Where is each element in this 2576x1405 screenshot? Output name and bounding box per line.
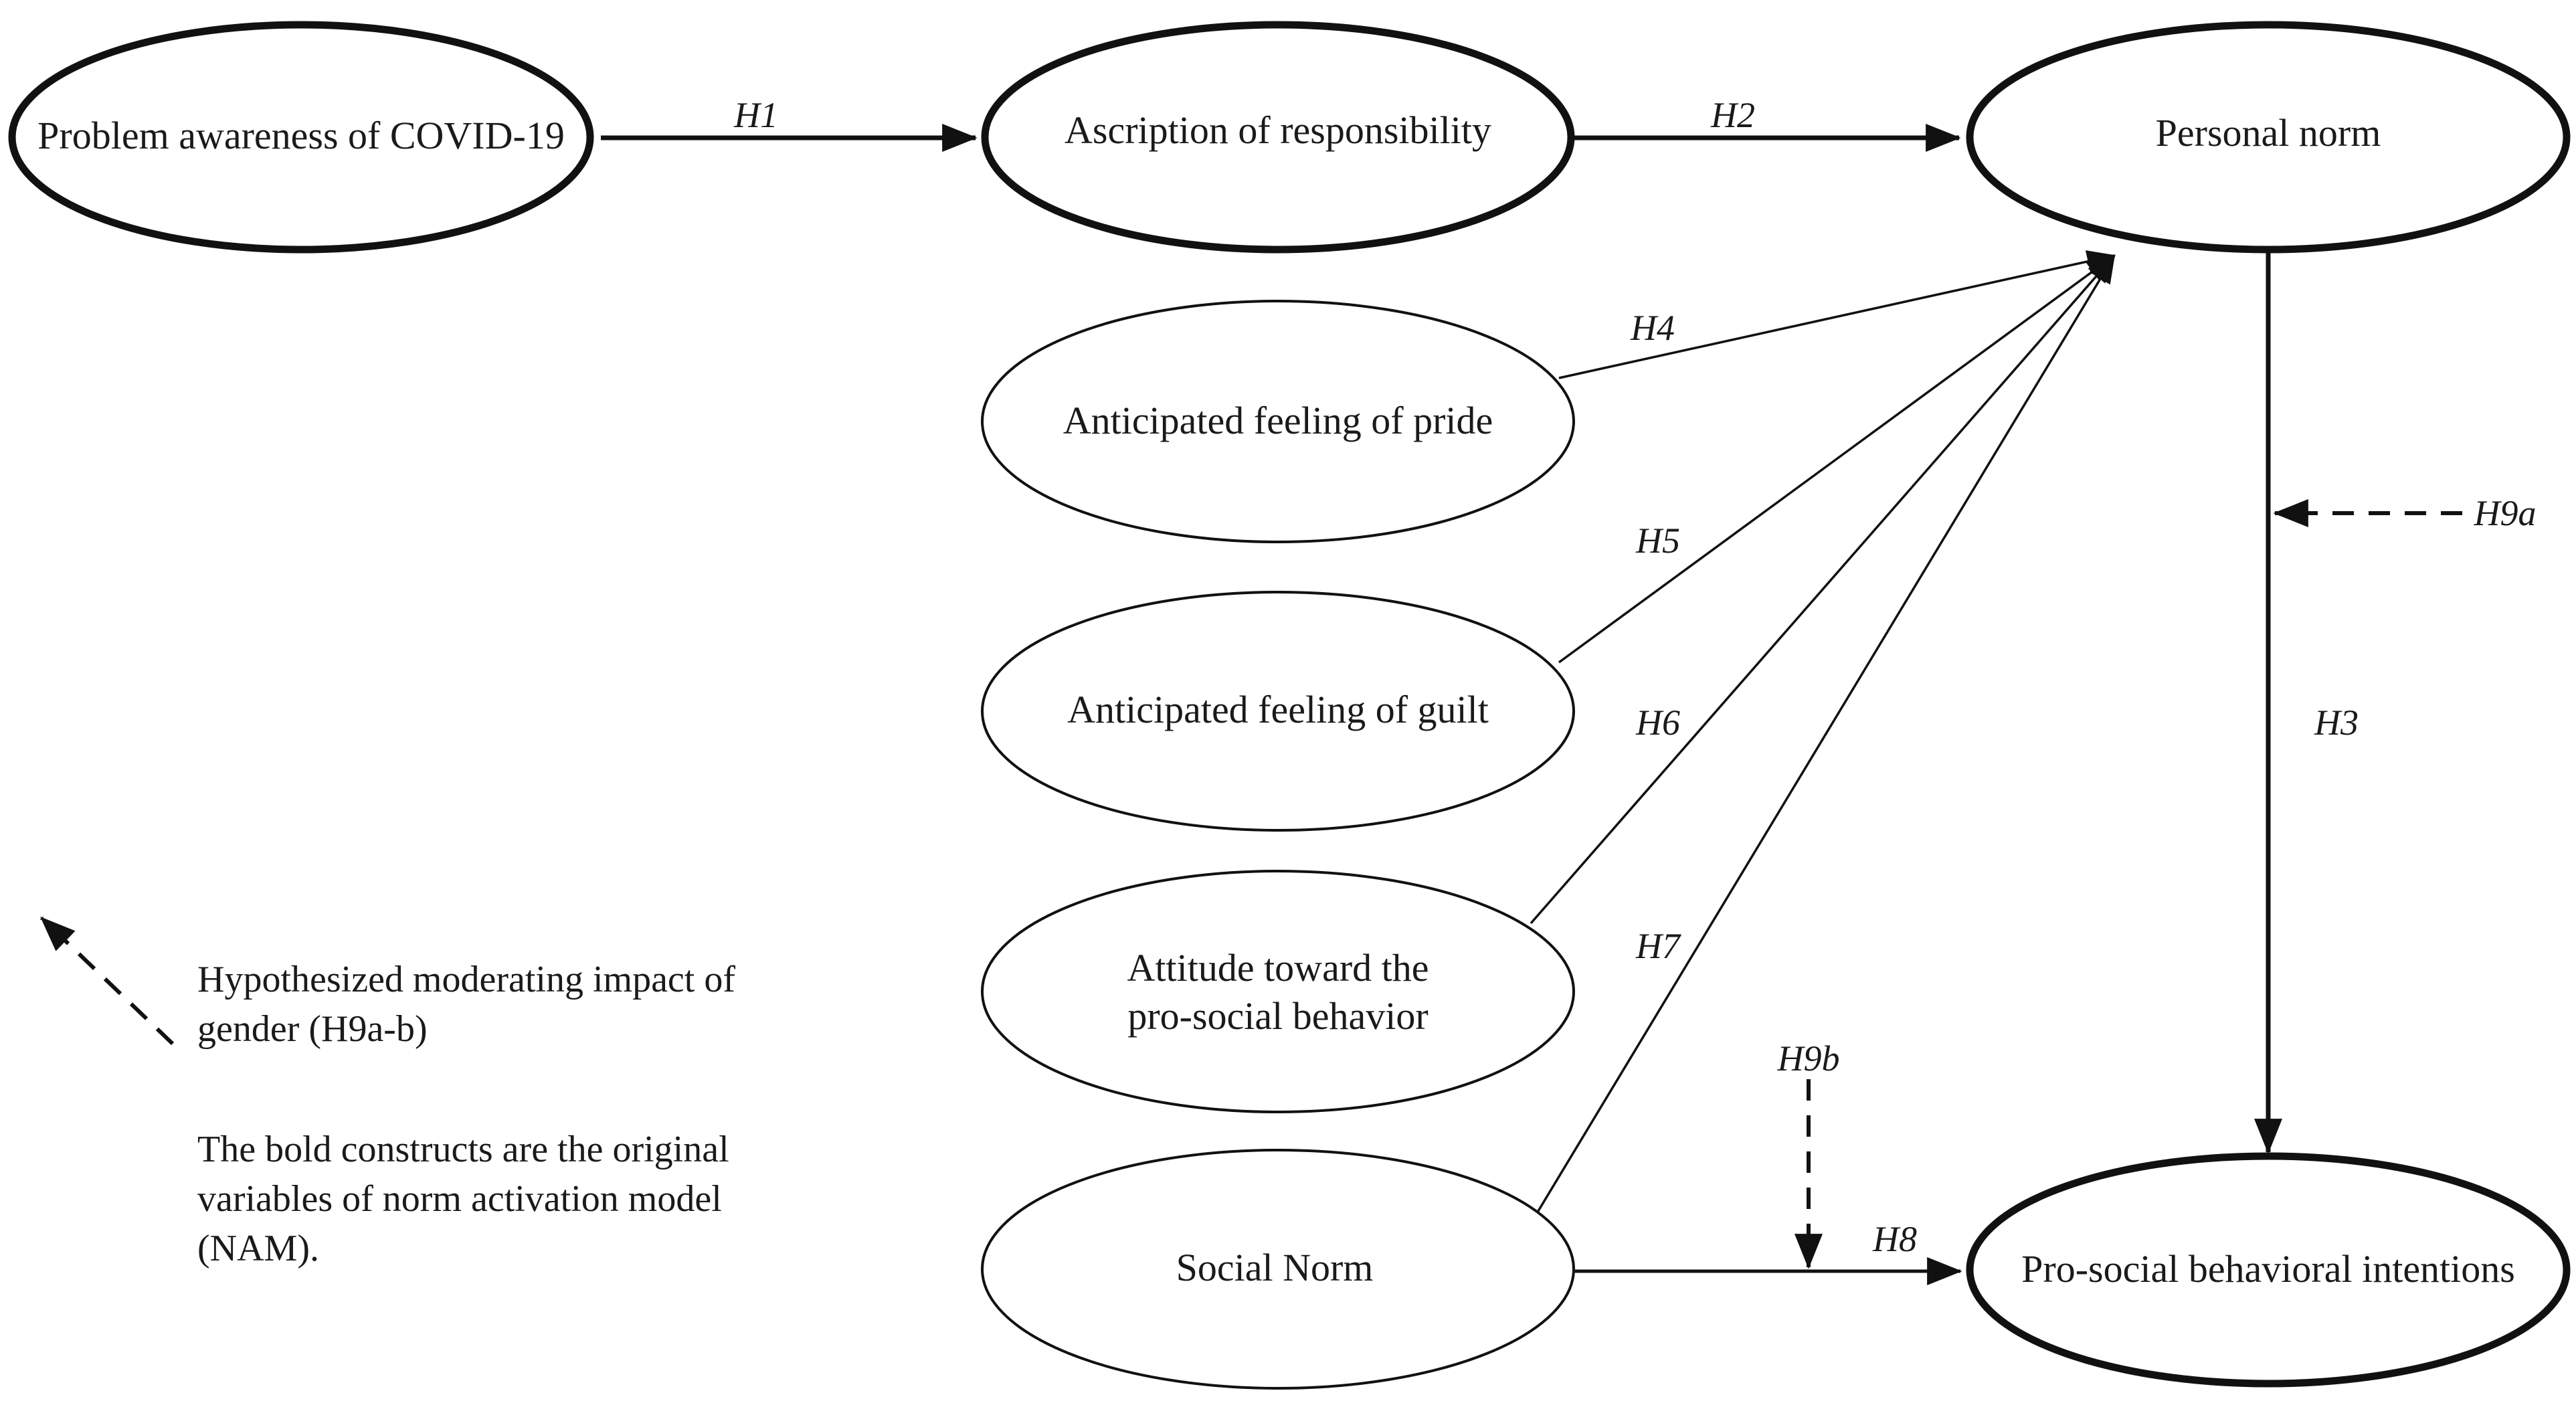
label-h8: H8 bbox=[1872, 1219, 1917, 1259]
node-attitude: Attitude toward the pro-social behavior bbox=[981, 870, 1575, 1113]
node-pride-label: Anticipated feeling of pride bbox=[1063, 399, 1493, 442]
label-h1: H1 bbox=[733, 95, 778, 135]
node-attitude-label-line2: pro-social behavior bbox=[1127, 994, 1428, 1038]
node-guilt: Anticipated feeling of guilt bbox=[981, 591, 1575, 832]
label-h9b: H9b bbox=[1777, 1038, 1840, 1079]
node-intentions-label: Pro-social behavioral intentions bbox=[2021, 1247, 2515, 1291]
node-personal-norm: Personal norm bbox=[1966, 21, 2571, 254]
label-h9a: H9a bbox=[2474, 493, 2537, 533]
label-h6: H6 bbox=[1635, 702, 1680, 743]
label-h3: H3 bbox=[2314, 702, 2359, 743]
node-personal-norm-label: Personal norm bbox=[2156, 111, 2381, 155]
label-h4: H4 bbox=[1630, 308, 1675, 348]
legend-moderating-line2: gender (H9a-b) bbox=[197, 1008, 428, 1050]
node-pride: Anticipated feeling of pride bbox=[981, 300, 1575, 543]
legend-dashed-arrow bbox=[39, 916, 175, 1046]
legend-bold-line1: The bold constructs are the original bbox=[197, 1129, 729, 1170]
legend-bold-line3: (NAM). bbox=[197, 1228, 319, 1269]
node-social-norm: Social Norm bbox=[981, 1149, 1575, 1390]
node-ascription-label: Ascription of responsibility bbox=[1065, 108, 1491, 152]
node-ascription: Ascription of responsibility bbox=[981, 21, 1575, 254]
node-guilt-label: Anticipated feeling of guilt bbox=[1067, 688, 1489, 731]
legend-moderating-line1: Hypothesized moderating impact of bbox=[197, 959, 735, 1000]
label-h5: H5 bbox=[1635, 521, 1680, 561]
edge-h7 bbox=[1535, 254, 2116, 1215]
node-problem-awareness: Problem awareness of COVID-19 bbox=[8, 21, 594, 254]
label-h2: H2 bbox=[1710, 95, 1755, 135]
node-social-norm-label: Social Norm bbox=[1176, 1246, 1374, 1289]
edge-h4 bbox=[1558, 250, 2116, 379]
node-problem-awareness-label: Problem awareness of COVID-19 bbox=[37, 114, 565, 157]
label-h7: H7 bbox=[1635, 926, 1681, 966]
node-attitude-label-line1: Attitude toward the bbox=[1127, 946, 1429, 990]
node-intentions: Pro-social behavioral intentions bbox=[1966, 1152, 2571, 1388]
edge-h6 bbox=[1530, 254, 2116, 925]
legend: Hypothesized moderating impact of gender… bbox=[197, 959, 735, 1269]
legend-bold-line2: variables of norm activation model bbox=[197, 1178, 722, 1220]
edge-h5 bbox=[1558, 254, 2116, 664]
